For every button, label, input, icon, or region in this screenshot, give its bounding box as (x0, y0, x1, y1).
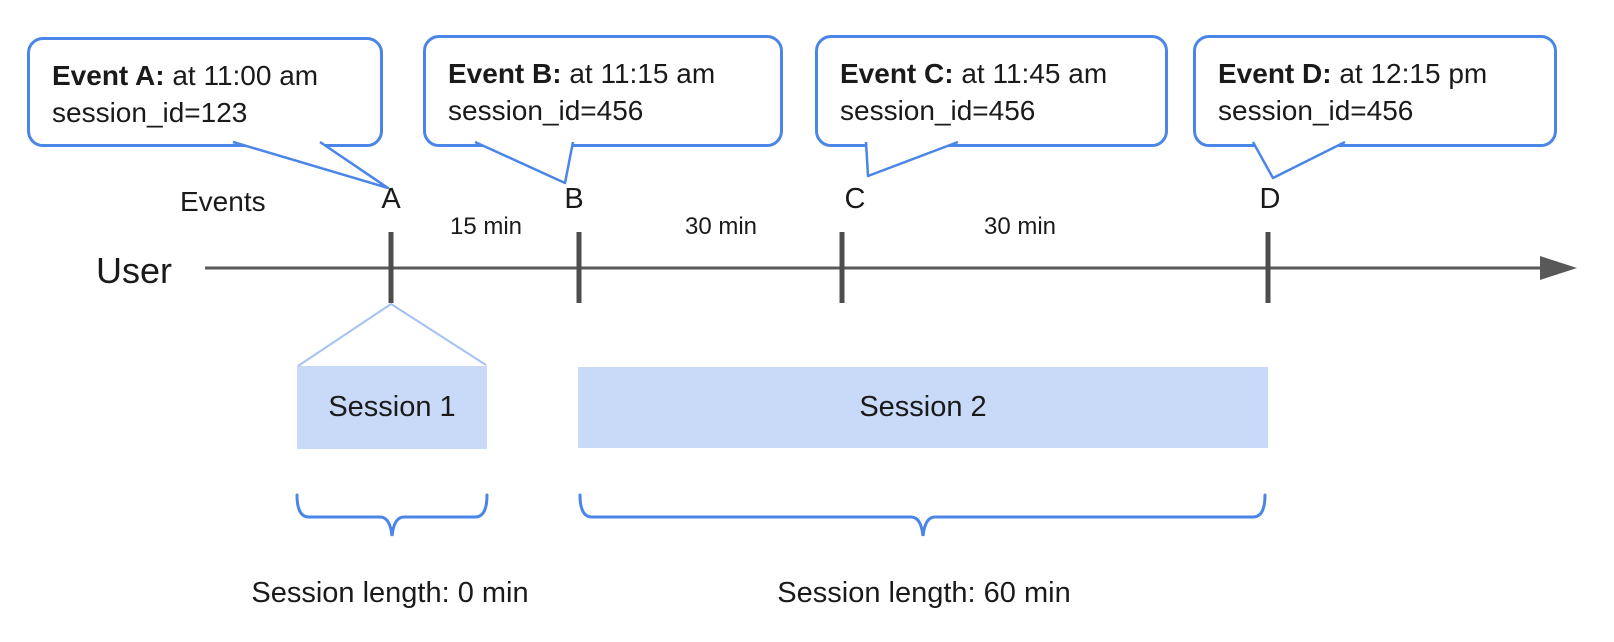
event-c-session-id: session_id=456 (840, 95, 1036, 126)
event-a-title: Event A: (52, 60, 165, 91)
callout-event-d: Event D: at 12:15 pm session_id=456 (1193, 35, 1557, 147)
event-marker-d: D (1259, 183, 1281, 215)
event-a-session-id: session_id=123 (52, 97, 248, 128)
event-d-session-id: session_id=456 (1218, 95, 1414, 126)
session-2-box: Session 2 (578, 367, 1268, 448)
interval-a-b: 15 min (449, 213, 523, 240)
callout-d-tail (1251, 140, 1346, 180)
callout-event-b: Event B: at 11:15 am session_id=456 (423, 35, 783, 147)
session-2-label: Session 2 (859, 391, 987, 423)
events-axis-label: Events (180, 186, 266, 217)
event-marker-c: C (844, 183, 866, 215)
event-d-title: Event D: (1218, 58, 1332, 89)
session-2-length-caption: Session length: 60 min (777, 577, 1071, 609)
event-c-time: at 11:45 am (953, 58, 1108, 89)
callout-event-c: Event C: at 11:45 am session_id=456 (815, 35, 1168, 147)
session-1-label: Session 1 (328, 391, 456, 423)
session-1-length-caption: Session length: 0 min (251, 577, 529, 609)
event-c-title: Event C: (840, 58, 954, 89)
callout-c-tail (864, 140, 959, 178)
session-1-funnel (297, 302, 487, 367)
event-b-time: at 11:15 am (561, 58, 716, 89)
session-1-brace (295, 493, 489, 537)
user-axis-label: User (96, 250, 173, 291)
callout-b-tail (474, 140, 575, 185)
session-1-box: Session 1 (297, 366, 487, 449)
callout-a-tail (232, 140, 390, 190)
event-a-time: at 11:00 am (164, 60, 319, 91)
event-b-title: Event B: (448, 58, 562, 89)
callout-event-a: Event A: at 11:00 am session_id=123 (27, 37, 383, 147)
event-marker-a: A (381, 183, 401, 215)
event-d-time: at 12:15 pm (1331, 58, 1488, 89)
event-marker-b: B (564, 183, 584, 215)
timeline-arrowhead-icon (1540, 256, 1577, 280)
interval-c-d: 30 min (983, 213, 1057, 240)
interval-b-c: 30 min (684, 213, 758, 240)
event-b-session-id: session_id=456 (448, 95, 644, 126)
session-2-brace (578, 493, 1267, 537)
